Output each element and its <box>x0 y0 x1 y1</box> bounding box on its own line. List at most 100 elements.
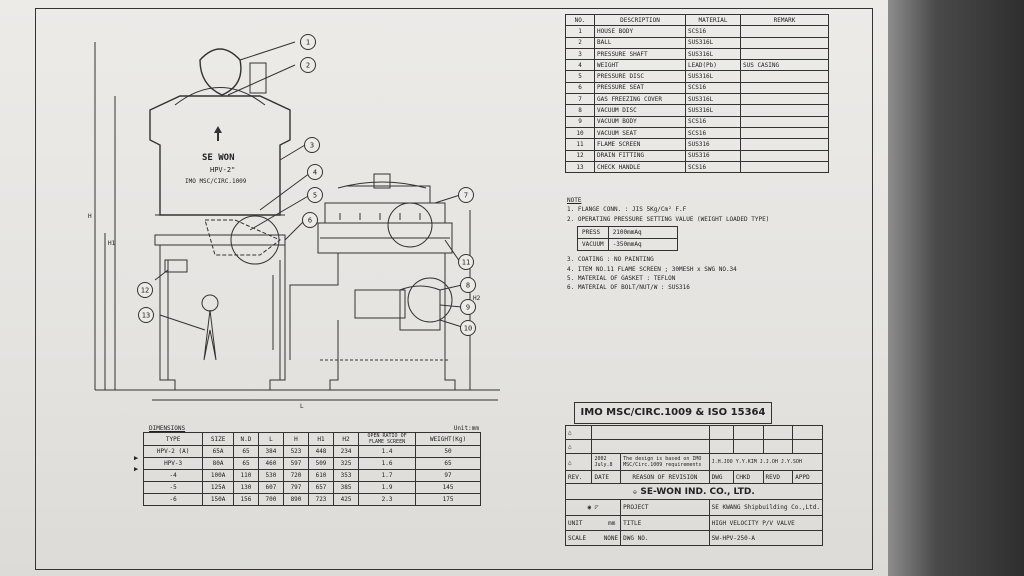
dim-L: L <box>300 403 304 410</box>
part-remark <box>740 93 829 106</box>
note-1: 1. FLANGE CONN. : JIS 5Kg/Cm² F.F <box>567 206 687 214</box>
dimensions-cell: 325 <box>333 457 360 470</box>
part-remark <box>740 25 829 38</box>
company-logo-icon: ⊖ <box>633 488 637 496</box>
project-value: SE KWANG Shipbuilding Co.,Ltd. <box>708 499 824 516</box>
dimensions-cell: 130 <box>232 481 259 494</box>
part-remark <box>740 160 829 174</box>
pressure-setting-table: PRESS 2100mmAq VACUUM -350mmAq <box>577 225 678 252</box>
part-remark: SUS CASING <box>740 59 829 72</box>
dimensions-title: DIMENSIONS <box>149 425 186 432</box>
part-no: 2 <box>565 36 595 49</box>
dimensions-cell: 156 <box>232 493 259 506</box>
dimensions-cell: -6 <box>142 493 204 506</box>
press-label: PRESS <box>577 225 609 240</box>
part-remark <box>740 115 829 128</box>
dimensions-cell: 890 <box>282 493 310 506</box>
row-marker-icon: ▶ <box>134 465 139 473</box>
dimensions-unit: Unit:mm <box>453 425 479 432</box>
dimensions-cell: 50 <box>415 445 481 458</box>
part-description: CHECK HANDLE <box>594 160 686 174</box>
dimensions-cell: 125A <box>202 481 234 494</box>
callout-balloon <box>138 307 154 323</box>
callout-number: 10 <box>464 325 472 333</box>
callout-number: 4 <box>313 169 317 177</box>
rev-label: REV. <box>564 470 593 484</box>
dimensions-header: DIMENSIONS Unit:mm <box>149 425 479 432</box>
part-no: 1 <box>565 25 595 38</box>
title-block: △ △ △ 2002 July.8 The design is based on… <box>564 425 824 546</box>
valve-drawing: SE WON HPV-2" IMO MSC/CIRC.1009 H H1 H2 … <box>88 34 500 410</box>
parts-header-no: NO. <box>565 13 595 27</box>
row-marker-icon: ▶ <box>134 454 139 462</box>
dimensions-cell: 797 <box>282 481 310 494</box>
note-3: 3. COATING : NO PAINTING <box>567 256 654 264</box>
dimensions-cell: 110 <box>232 469 259 482</box>
callout-number: 11 <box>462 259 470 267</box>
reason-label: REASON OF REVISION <box>620 470 710 484</box>
chkd-label: CHKD <box>732 470 764 484</box>
dimensions-col-header: OPEN RATIO OF FLAME SCREEN <box>358 432 417 446</box>
dimensions-cell: 657 <box>307 481 335 494</box>
callout-balloon <box>460 299 476 315</box>
dimensions-col-header: WEIGHT(Kg) <box>415 432 481 446</box>
part-material: SCS16 <box>685 160 741 174</box>
appd-label: APPD <box>792 470 823 484</box>
dimensions-cell: 65 <box>415 457 481 470</box>
callout-balloon <box>460 320 476 336</box>
dim-H1: H1 <box>108 240 116 247</box>
dimensions-cell: 523 <box>282 445 310 458</box>
part-material: SCS16 <box>685 81 741 95</box>
callout-balloon <box>137 282 153 298</box>
dimensions-col-header: L <box>257 432 284 446</box>
dimensions-cell: 234 <box>333 445 360 458</box>
callout-number: 13 <box>142 312 150 320</box>
dimensions-cell: 65A <box>202 445 234 458</box>
press-value: 2100mmAq <box>607 225 678 240</box>
scale-label: SCALE <box>568 534 587 542</box>
dimensions-cell: 1.4 <box>358 445 417 458</box>
part-no: 6 <box>565 81 595 95</box>
dimensions-cell: 100A <box>202 469 234 482</box>
callout-number: 3 <box>310 142 314 150</box>
dimensions-cell: 385 <box>333 481 360 494</box>
callout-number: 9 <box>466 304 470 312</box>
part-material: SUS316L <box>685 70 741 83</box>
date-label: DATE <box>591 470 622 484</box>
dimensions-cell: 145 <box>415 481 481 494</box>
dimensions-cell: 1.6 <box>358 457 417 470</box>
dimensions-col-header: N.D <box>232 432 259 446</box>
callout-number: 5 <box>313 192 317 200</box>
callout-balloon <box>300 57 316 73</box>
callout-number: 6 <box>308 217 312 225</box>
project-label: PROJECT <box>620 499 710 516</box>
dimensions-cell: 2.3 <box>358 493 417 506</box>
part-no: 4 <box>565 59 595 72</box>
parts-header-remark: REMARK <box>740 13 829 27</box>
part-remark <box>740 70 829 83</box>
dimensions-cell: 607 <box>257 481 284 494</box>
part-description: WEIGHT <box>594 59 686 72</box>
dimensions-cell: 448 <box>307 445 335 458</box>
note-5: 5. MATERIAL OF GASKET : TEFLON <box>567 275 676 283</box>
part-description: PRESSURE DISC <box>594 70 686 83</box>
dimensions-cell: 1.7 <box>358 469 417 482</box>
rev-triangle-icon: △ <box>564 425 593 440</box>
revd-label: REVD <box>762 470 794 484</box>
arrow-up-icon <box>214 126 222 141</box>
callout-balloon <box>307 187 323 203</box>
title-label: TITLE <box>620 515 710 531</box>
dimensions-cell: 530 <box>257 469 284 482</box>
dwg-label: DWG <box>708 470 734 484</box>
